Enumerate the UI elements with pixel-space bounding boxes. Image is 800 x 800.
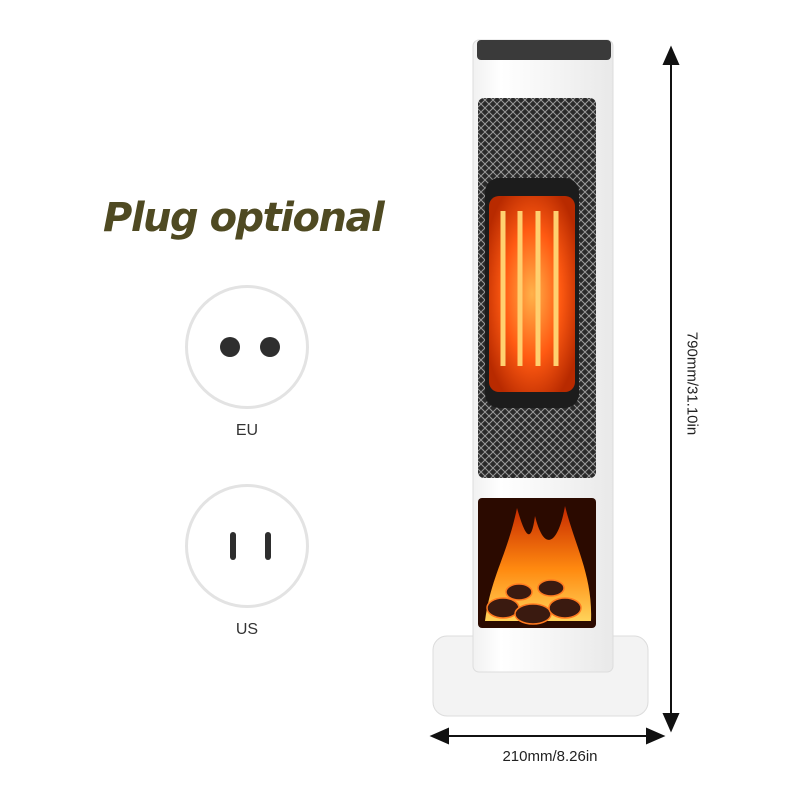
heating-rods [500,211,559,366]
arrow-left-icon [429,727,449,745]
flat-pin-icon [230,532,236,560]
round-pin-icon [220,337,240,357]
flat-pin-icon [265,532,271,560]
width-dimension-label: 210mm/8.26in [502,748,598,765]
page-title: Plug optional [103,195,385,241]
us-plug-label: US [235,621,259,638]
arrow-down-icon [662,713,680,733]
eu-plug-label: EU [235,422,259,439]
eu-socket-icon [185,285,309,409]
tower-heater-image [432,39,649,717]
heater-top-cap [477,40,611,60]
arrow-right-icon [646,727,666,745]
round-pin-icon [260,337,280,357]
height-dimension-label: 790mm/31.10in [683,331,701,436]
us-socket-icon [185,484,309,608]
arrow-up-icon [662,45,680,65]
coal-icon [486,579,582,625]
